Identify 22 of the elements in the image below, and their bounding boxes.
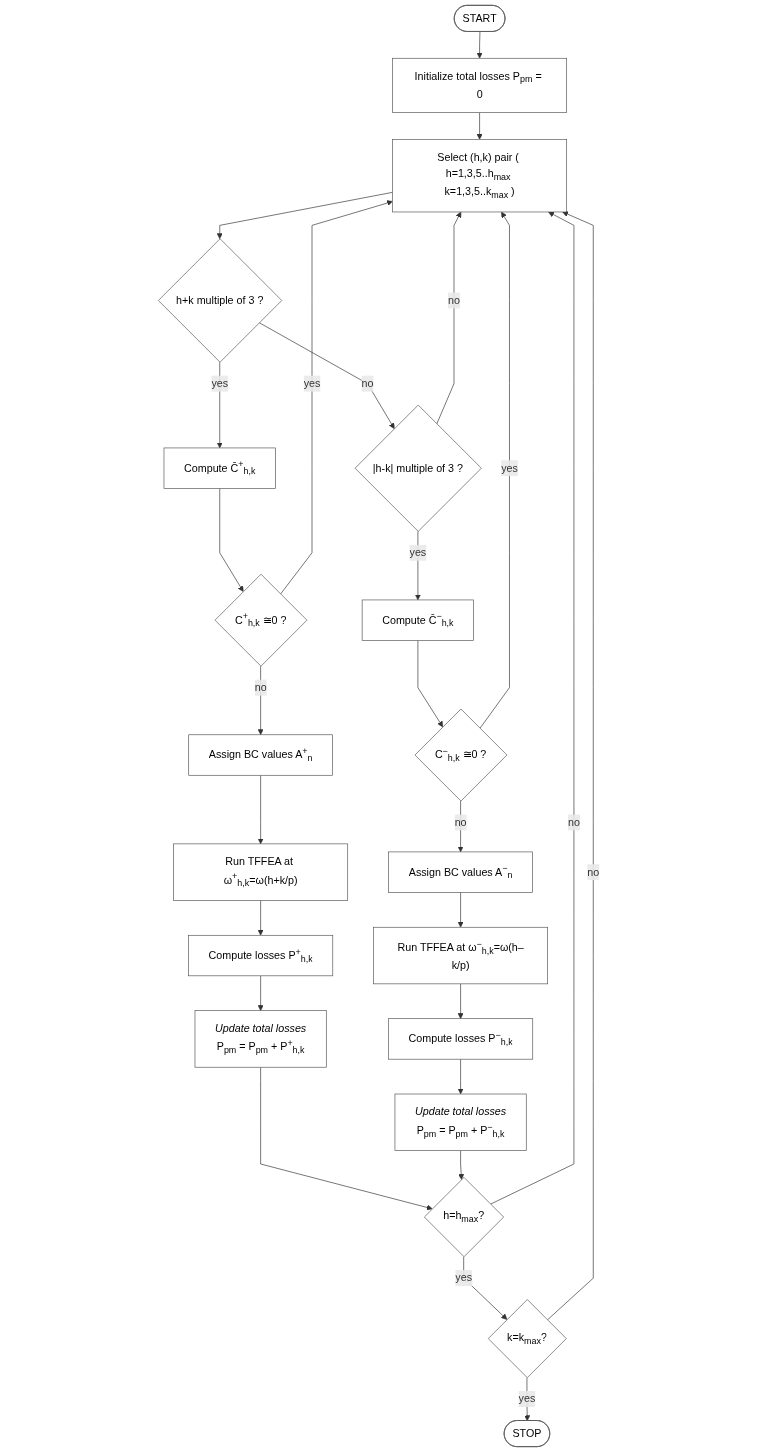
edge-label: no	[454, 816, 467, 828]
edge-label: yes	[500, 462, 518, 474]
node-diamond: h=h$_{max}$?	[423, 1177, 504, 1258]
node-diamond: k=k$_{max}$?	[487, 1299, 567, 1378]
edge-label: yes	[518, 1393, 535, 1405]
node-box: Run TFFEA at ω$^{−}$$_{h,k}$=ω(h–k/p)	[372, 926, 548, 985]
edge-label: yes	[409, 546, 426, 559]
node-diamond: h+k multiple of 3 ?	[157, 238, 282, 363]
edge-label: yes	[211, 377, 228, 389]
node-box: Select (h,k) pair ( h=1,3,5..h$_{max}$ k=1,3,5..k$_{max}$ )	[391, 139, 567, 213]
edge-label: no	[361, 377, 374, 389]
edge-label: no	[587, 866, 599, 878]
edge-label: no	[254, 681, 267, 693]
node-box: Run TFFEA at ω$^{+}$$_{h,k}$=ω(h+k/p)	[172, 843, 348, 901]
node-diamond: |h-k| multiple of 3 ?	[354, 404, 482, 532]
node-box: Initialize total losses P$_{pm}$ = 0	[391, 57, 567, 113]
edge-label: no	[567, 816, 580, 828]
node-diamond: C$^{−}$$_{h,k}$ ≅0 ?	[414, 708, 507, 802]
edge-label: no	[447, 294, 460, 306]
edge-label: yes	[455, 1272, 472, 1284]
edge-label: yes	[303, 377, 321, 389]
node-diamond: C$^{+}$$_{h,k}$ ≅0 ?	[214, 573, 307, 667]
